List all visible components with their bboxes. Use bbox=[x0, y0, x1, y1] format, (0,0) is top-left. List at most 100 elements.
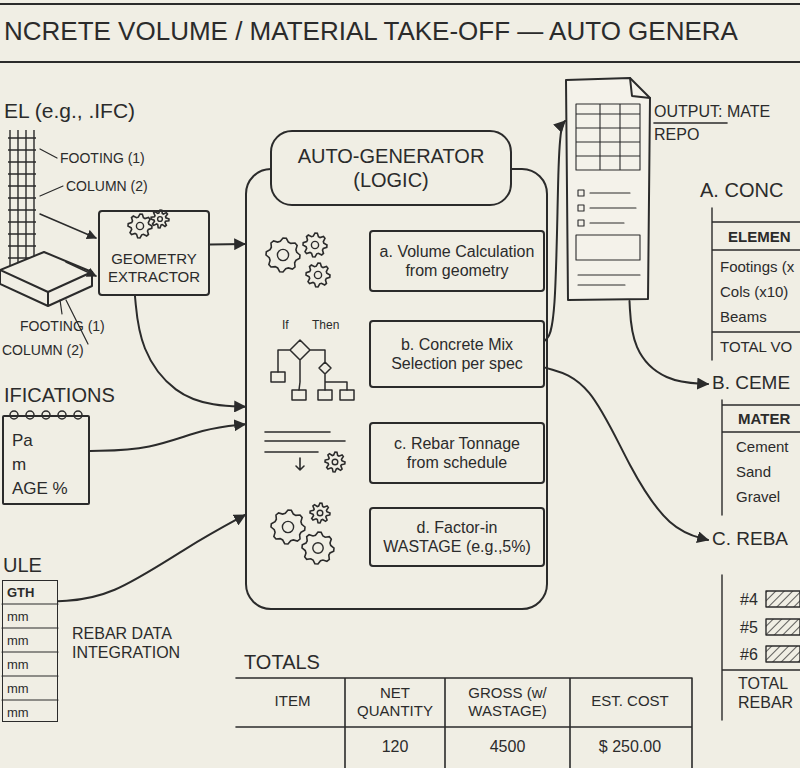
node-text: ELEMEN bbox=[728, 228, 791, 246]
gear-icon bbox=[128, 214, 152, 238]
annotation-label: REBAR DATA INTEGRATION bbox=[72, 624, 197, 662]
section-heading: A. CONC bbox=[700, 178, 783, 202]
flow-arrow bbox=[545, 121, 565, 340]
node-text: Sand bbox=[736, 463, 771, 481]
node-text: AUTO-GENERATOR (LOGIC) bbox=[272, 144, 510, 192]
report-document bbox=[630, 78, 650, 98]
footing-drawing bbox=[0, 252, 92, 306]
gear-icon bbox=[310, 503, 330, 523]
node-text: TOTAL REBAR bbox=[738, 674, 796, 712]
process-box: a. Volume Calculation from geometry bbox=[369, 230, 545, 292]
annotation-label: NET QUANTITY bbox=[345, 684, 445, 720]
node-text: Pa bbox=[12, 431, 33, 451]
process-box: d. Factor-in WASTAGE (e.g.,5%) bbox=[369, 507, 545, 567]
node-text: mm bbox=[7, 609, 29, 625]
schedule-table: ULEGTHmmmmmmmmmm bbox=[2, 580, 58, 722]
gear-outline bbox=[325, 452, 345, 472]
annotation-label: GROSS (w/ WASTAGE) bbox=[445, 684, 570, 720]
node-text: mm bbox=[7, 705, 29, 721]
logic-container: AUTO-GENERATOR (LOGIC)a. Volume Calculat… bbox=[245, 168, 548, 610]
rebar-bar bbox=[766, 591, 800, 607]
totals-table-lines bbox=[236, 678, 692, 768]
gear-icon bbox=[303, 233, 327, 257]
annotation-label: 4500 bbox=[445, 737, 570, 756]
section-heading: OUTPUT: MATE REPO bbox=[654, 100, 800, 146]
node-text: Cols (x10) bbox=[720, 283, 788, 301]
gear-icon bbox=[266, 238, 300, 272]
gear-icon bbox=[325, 452, 345, 472]
annotation-label: Then bbox=[312, 318, 339, 332]
spec-notepad: IFICATIONSPamAGE % bbox=[2, 415, 90, 505]
flow-arrow bbox=[545, 368, 708, 540]
flow-arrow bbox=[90, 424, 245, 451]
node-text: GTH bbox=[7, 585, 34, 601]
annotation-label: EST. COST bbox=[570, 692, 690, 710]
gear-hub bbox=[136, 222, 143, 229]
annotation-label: ITEM bbox=[240, 692, 345, 710]
section-heading: B. CEME bbox=[712, 372, 790, 395]
flow-arrow bbox=[210, 243, 245, 245]
flow-arrow bbox=[630, 301, 709, 384]
process-box: GEOMETRY EXTRACTOR bbox=[98, 210, 210, 296]
gear-icon bbox=[271, 510, 305, 544]
gear-hub bbox=[332, 459, 338, 465]
annotation-label: COLUMN (2) bbox=[2, 342, 84, 359]
annotation-label: TOTALS bbox=[244, 650, 320, 674]
gear-hub bbox=[311, 241, 318, 248]
gear-icon bbox=[302, 532, 334, 564]
node-text: a. Volume Calculation from geometry bbox=[377, 242, 537, 280]
gear-outline bbox=[266, 238, 300, 272]
gear-hub bbox=[313, 543, 323, 553]
report-document: OUTPUT: MATE REPO bbox=[565, 76, 651, 301]
flowchart-icon bbox=[271, 372, 354, 400]
report-section: C. REBA#4#5#6TOTAL REBAR bbox=[708, 528, 800, 718]
heading-underline bbox=[654, 122, 727, 124]
gear-outline bbox=[128, 214, 152, 238]
gear-outline bbox=[303, 233, 327, 257]
node-text: Cement bbox=[736, 438, 789, 456]
gear-hub bbox=[277, 249, 288, 260]
node-text: mm bbox=[7, 657, 29, 673]
node-text: AGE % bbox=[12, 479, 68, 499]
report-section: A. CONCELEMENFootings (xCols (x10)BeamsT… bbox=[700, 178, 800, 363]
node-text: #6 bbox=[740, 645, 758, 664]
table-lines bbox=[722, 400, 800, 515]
annotation-label: $ 250.00 bbox=[570, 737, 690, 756]
gear-outline bbox=[302, 532, 334, 564]
node-text: c. Rebar Tonnage from schedule bbox=[377, 434, 537, 472]
column-rebar-cage bbox=[8, 130, 36, 266]
section-heading: ULE bbox=[3, 553, 42, 577]
node-text: MATER bbox=[738, 410, 790, 428]
annotation-label: 120 bbox=[345, 737, 445, 756]
gear-hub bbox=[317, 510, 323, 516]
section-heading: IFICATIONS bbox=[4, 383, 115, 407]
section-heading: C. REBA bbox=[712, 528, 788, 551]
flow-arrow bbox=[58, 515, 245, 601]
process-box: b. Concrete Mix Selection per spec bbox=[369, 320, 545, 388]
extract-arrow bbox=[66, 262, 96, 276]
node-text: #4 bbox=[740, 590, 758, 609]
diagram-title: NCRETE VOLUME / MATERIAL TAKE-OFF — AUTO… bbox=[4, 16, 738, 47]
gear-outline bbox=[151, 210, 169, 228]
node-text: b. Concrete Mix Selection per spec bbox=[377, 335, 537, 373]
flowchart-icon bbox=[278, 340, 347, 390]
process-box: c. Rebar Tonnage from schedule bbox=[369, 422, 545, 484]
report-section: B. CEMEMATERCementSandGravel bbox=[708, 372, 800, 512]
annotation-label: If bbox=[282, 318, 289, 332]
gear-icon bbox=[306, 263, 330, 287]
title-rule bbox=[0, 4, 800, 62]
node-text: mm bbox=[7, 633, 29, 649]
node-text: Beams bbox=[720, 308, 767, 326]
rebar-bar bbox=[766, 646, 800, 662]
annotation-label: COLUMN (2) bbox=[66, 178, 148, 195]
table-lines bbox=[712, 208, 800, 360]
node-text: TOTAL VO bbox=[720, 338, 792, 356]
rebar-bar bbox=[766, 619, 800, 635]
node-text: m bbox=[12, 455, 26, 475]
gear-outline bbox=[271, 510, 305, 544]
annotation-label: FOOTING (1) bbox=[60, 150, 145, 167]
report-document bbox=[566, 78, 650, 300]
node-text: d. Factor-in WASTAGE (e.g.,5%) bbox=[377, 518, 537, 556]
header-tab: AUTO-GENERATOR (LOGIC) bbox=[270, 130, 512, 206]
schedule-rows bbox=[2, 604, 58, 700]
